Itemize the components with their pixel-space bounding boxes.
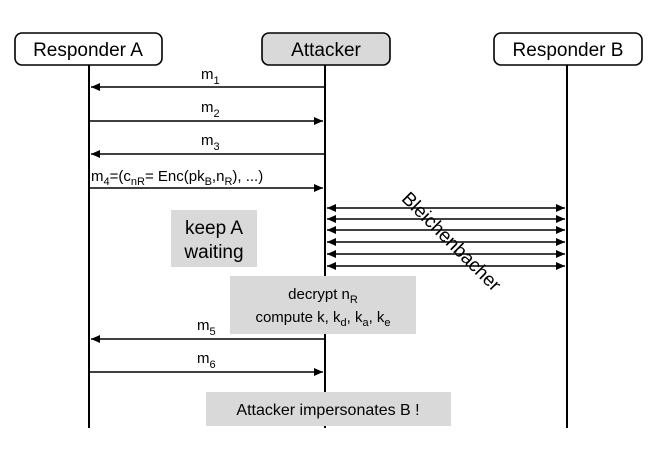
participant-attacker: Attacker: [261, 32, 391, 66]
message-m2: m2: [89, 99, 323, 125]
participant-attacker-label: Attacker: [291, 40, 361, 61]
message-m4: m4=(cnR= Enc(pkB,nR), ...): [89, 168, 323, 192]
keep-a-waiting-line1: keep A: [185, 218, 243, 239]
impersonation-note: Attacker impersonates B !: [206, 392, 451, 426]
message-m1-label: m1: [201, 66, 220, 87]
message-m5-label: m5: [197, 317, 216, 338]
compute-keys-text: compute k, kd, ka, ke: [255, 309, 390, 329]
keep-a-waiting-note: keep A waiting: [171, 210, 257, 267]
message-m6: m6: [89, 350, 323, 376]
message-m6-label: m6: [197, 350, 216, 371]
participant-responder-b: Responder B: [493, 32, 643, 66]
impersonation-text: Attacker impersonates B !: [236, 402, 419, 419]
participant-responder-b-label: Responder B: [513, 40, 624, 61]
participant-responder-a-label: Responder A: [33, 40, 143, 61]
message-m5: m5: [91, 317, 325, 343]
keep-a-waiting-line2: waiting: [183, 242, 243, 263]
message-m2-label: m2: [201, 99, 220, 120]
participant-responder-a: Responder A: [14, 32, 163, 66]
decrypt-nonce-text: decrypt nR: [288, 286, 358, 306]
message-m3-label: m3: [201, 132, 220, 153]
message-m1: m1: [91, 66, 325, 91]
message-m4-label: m4=(cnR= Enc(pkB,nR), ...): [91, 168, 263, 188]
message-m3: m3: [91, 132, 325, 158]
decrypt-compute-note: decrypt nR compute k, kd, ka, ke: [230, 276, 416, 334]
bleichenbacher-exchange: [327, 204, 565, 270]
